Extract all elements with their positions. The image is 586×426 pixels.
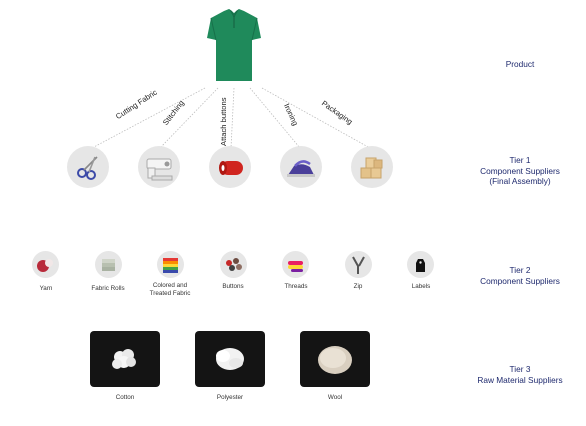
scissors-icon [77, 156, 98, 180]
material-tile-cotton [90, 331, 160, 387]
tier-label-tier3: Tier 3 Raw Material Suppliers [477, 364, 563, 385]
process-label-attach-buttons: Attach buttons [219, 97, 228, 146]
component-label-yarn: Yarn [39, 285, 53, 292]
material-label-wool: Wool [327, 394, 343, 401]
component-node-fabric-rolls [95, 251, 122, 278]
material-tile-wool [300, 331, 370, 387]
component-node-zip [345, 251, 372, 278]
thread-spool-icon [219, 161, 243, 175]
polo-shirt-icon [207, 9, 261, 81]
label-tag-icon [416, 259, 425, 272]
colored-fabric-icon [163, 258, 178, 273]
tier-label-tier1: Tier 1 Component Suppliers (Final Assemb… [480, 155, 560, 186]
component-label-threads: Threads [284, 283, 308, 290]
material-label-polyester: Polyester [216, 394, 244, 401]
process-node-attach-buttons [209, 146, 251, 188]
component-node-threads [282, 251, 309, 278]
process-node-packaging [351, 146, 393, 188]
zip-icon [352, 256, 365, 274]
process-node-stitching [138, 146, 180, 188]
boxes-icon [360, 157, 383, 179]
iron-icon [287, 160, 315, 177]
component-node-colored-fabric [157, 251, 184, 278]
cotton-icon [112, 349, 136, 369]
tier-label-product: Product [505, 59, 535, 69]
threads-icon [288, 261, 303, 272]
buttons-icon [226, 258, 242, 271]
yarn-ball-icon [37, 259, 53, 272]
component-label-fabric-rolls: Fabric Rolls [91, 285, 125, 292]
component-node-yarn [32, 251, 59, 278]
sewing-machine-icon [146, 158, 173, 181]
wool-icon [318, 346, 352, 374]
component-label-zip: Zip [353, 283, 363, 290]
material-label-cotton: Cotton [115, 394, 135, 401]
fabric-rolls-icon [102, 259, 115, 271]
process-node-cutting-fabric [67, 146, 109, 188]
component-node-buttons [220, 251, 247, 278]
polyester-icon [216, 348, 244, 370]
component-label-buttons: Buttons [222, 283, 244, 290]
component-node-labels [407, 251, 434, 278]
process-node-ironing [280, 146, 322, 188]
tier-label-tier2: Tier 2 Component Suppliers [480, 265, 560, 286]
component-label-labels: Labels [411, 283, 431, 290]
material-tile-polyester [195, 331, 265, 387]
product-polo-shirt [207, 8, 261, 87]
